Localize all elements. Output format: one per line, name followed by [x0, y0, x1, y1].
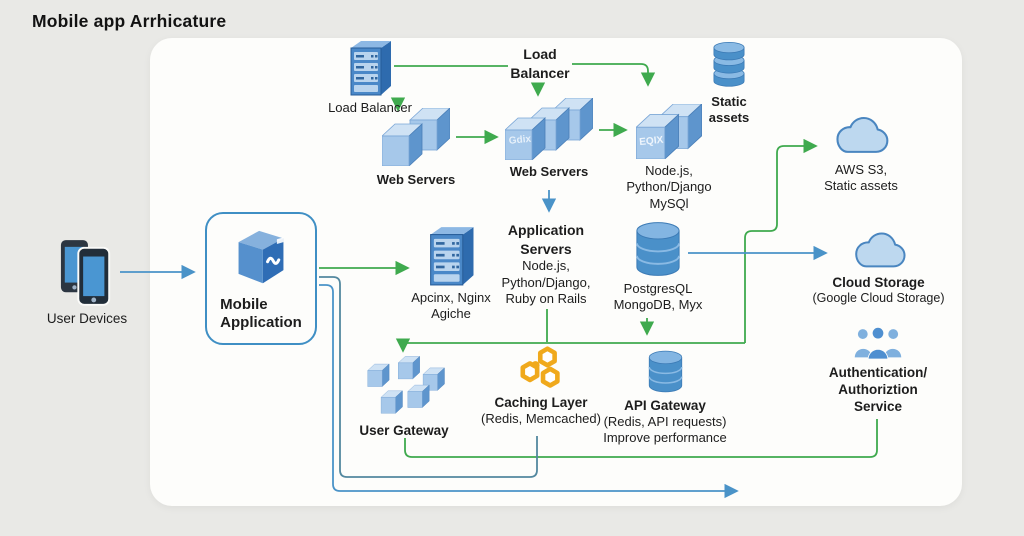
node-caching-layer: Caching Layer (Redis, Memcached): [470, 346, 612, 427]
aws-s3-line2: Static assets: [824, 178, 898, 194]
application-servers-sub2: Python/Django,: [501, 274, 591, 290]
app-stack-line2: Python/Django: [626, 179, 712, 195]
application-servers-sub3: Ruby on Rails: [505, 290, 587, 306]
cube-stack-icon: EQIX: [636, 104, 702, 159]
app-stack-line1: Node.js,: [645, 163, 693, 178]
application-servers-heading1: Application: [507, 222, 585, 238]
nginx-rack-line1: Apcinx, Nginx: [411, 290, 491, 305]
smartphones-icon: [60, 240, 111, 306]
auth-service-line2: Authoriztion: [838, 382, 918, 397]
server-cluster-icon: [367, 356, 445, 414]
database-stack-icon: [713, 42, 745, 87]
web-servers-2-label: Web Servers: [509, 164, 589, 179]
node-user-devices: User Devices: [27, 236, 147, 327]
database-cylinder-icon: [635, 221, 681, 277]
api-gateway-sub2: Improve performance: [603, 430, 727, 446]
node-nginx-rack: Apcinx, Nginx Agiche: [381, 226, 521, 323]
app-stack-logo: EQIX: [639, 135, 664, 148]
auth-service-line3: Service: [853, 399, 903, 414]
node-auth-service: Authentication/ Authoriztion Service: [808, 326, 948, 415]
server-rack-icon: [430, 226, 475, 286]
node-aws-s3: AWS S3, Static assets: [791, 110, 931, 195]
database-line1: PostgresQL: [623, 281, 693, 296]
load-balancer-heading-line1: Load: [523, 46, 557, 62]
node-static-assets: Static assets: [679, 42, 779, 127]
node-load-balancer-heading: Load Balancer: [480, 45, 600, 82]
api-gateway-sub1: (Redis, API requests): [603, 414, 727, 429]
mobile-application-line1: Mobile: [220, 295, 268, 313]
load-balancer-heading-line2: Balancer: [510, 64, 570, 81]
database-line2: MongoDB, Myx: [613, 297, 703, 313]
node-cloud-storage: Cloud Storage (Google Cloud Storage): [806, 228, 951, 307]
user-gateway-label: User Gateway: [359, 423, 449, 438]
node-load-balancer: Load Balancer: [300, 40, 440, 116]
nginx-rack-line2: Agiche: [431, 306, 471, 322]
page-title: Mobile app Arrhicature: [32, 11, 227, 31]
aws-s3-line1: AWS S3,: [834, 162, 888, 177]
web-servers-2-logo: Gdix: [508, 134, 532, 147]
static-assets-line2: assets: [708, 110, 750, 126]
mobile-app-package-icon: [238, 230, 284, 283]
cloud-icon: [836, 116, 889, 153]
web-servers-1-label: Web Servers: [376, 172, 456, 187]
node-application-servers: Application Servers Node.js, Python/Djan…: [476, 221, 616, 307]
user-devices-label: User Devices: [46, 311, 128, 326]
application-servers-sub1: Node.js,: [522, 258, 570, 274]
cloud-icon: [854, 232, 906, 268]
node-api-gateway: API Gateway (Redis, API requests) Improv…: [594, 350, 736, 447]
node-database: PostgresQL MongoDB, Myx: [588, 221, 728, 314]
node-web-servers-2: Gdix Web Servers: [479, 98, 619, 180]
node-user-gateway: User Gateway: [334, 356, 474, 439]
server-rack-icon: [350, 40, 392, 96]
caching-layer-heading: Caching Layer: [494, 395, 588, 410]
caching-layer-sub: (Redis, Memcached): [481, 411, 601, 426]
application-servers-heading2: Servers: [520, 240, 572, 257]
cube-stack-icon: Gdix: [505, 98, 593, 160]
static-assets-line1: Static: [711, 94, 747, 109]
cloud-storage-heading: Cloud Storage: [832, 275, 925, 290]
load-balancer-label: Load Balancer: [328, 100, 412, 115]
app-stack-line3: MySQl: [649, 195, 689, 211]
database-cylinder-icon: [647, 350, 683, 393]
user-group-icon: [854, 326, 902, 360]
auth-service-line1: Authentication/: [828, 365, 928, 380]
api-gateway-heading: API Gateway: [624, 398, 706, 413]
cube-stack-icon: [382, 108, 450, 166]
hexagons-icon: [520, 346, 560, 388]
cloud-storage-sub: (Google Cloud Storage): [812, 291, 945, 305]
mobile-application-line2: Application: [220, 313, 302, 331]
node-mobile-application: Mobile Application: [205, 212, 317, 345]
node-app-stack: EQIX Node.js, Python/Django MySQl: [599, 104, 739, 212]
node-web-servers-1: Web Servers: [346, 108, 486, 188]
